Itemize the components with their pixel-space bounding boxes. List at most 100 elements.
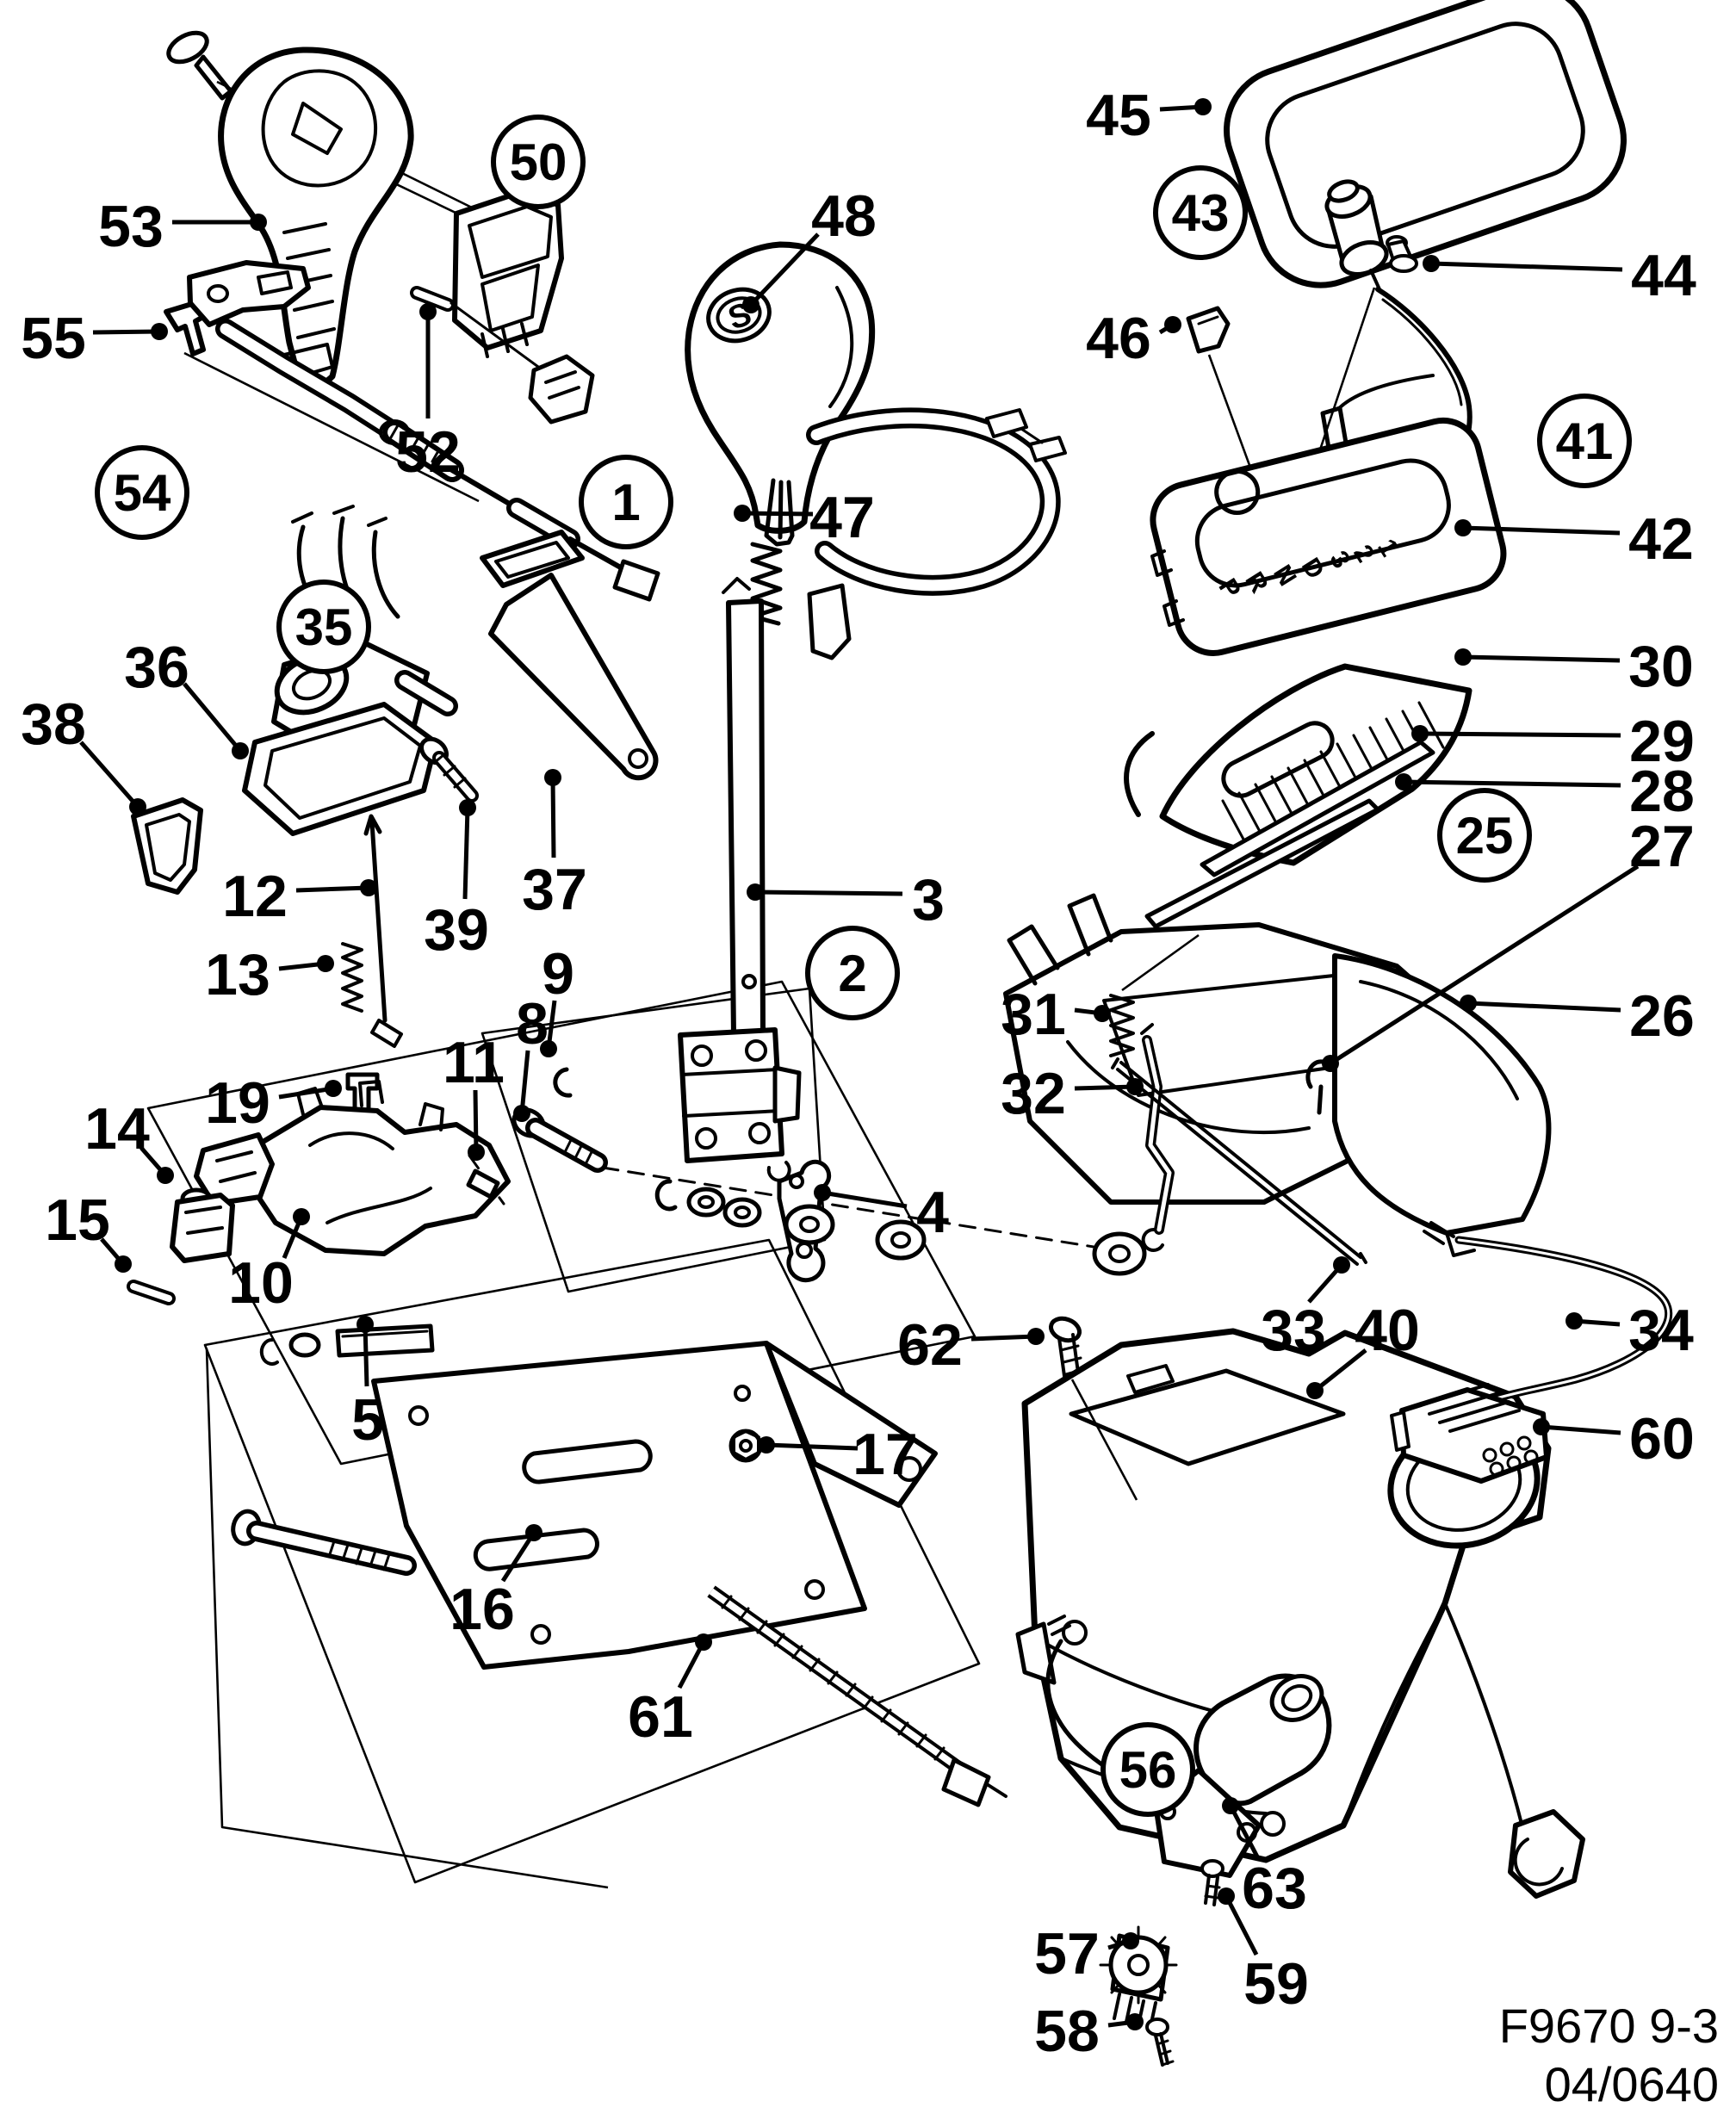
leader-dot-26 bbox=[1460, 995, 1477, 1012]
part-52-pin bbox=[410, 286, 595, 425]
callout-46: 46 bbox=[1086, 306, 1181, 371]
leader-line-47 bbox=[741, 511, 814, 517]
leader-dot-8 bbox=[513, 1105, 530, 1122]
group-circle-1: 1 bbox=[579, 455, 673, 549]
leader-dot-4 bbox=[814, 1184, 831, 1201]
inset-plane-left-edge bbox=[205, 1348, 609, 1889]
part-39-bolt bbox=[419, 736, 479, 803]
part-30-ribbed-cover bbox=[1124, 663, 1472, 866]
part-14 bbox=[170, 1187, 235, 1263]
callout-29: 29 bbox=[1411, 709, 1695, 774]
leader-dot-19 bbox=[325, 1080, 342, 1097]
part-11-pin bbox=[466, 1168, 500, 1199]
part-17-nut bbox=[728, 1429, 763, 1463]
leader-line-19 bbox=[278, 1086, 334, 1100]
leader-line-12 bbox=[295, 885, 369, 893]
leader-dot-46 bbox=[1164, 316, 1181, 333]
part-35-solenoid bbox=[242, 639, 458, 836]
callout-52: 52 bbox=[395, 303, 461, 485]
group-ring-50 bbox=[491, 115, 586, 209]
part-number-15: 15 bbox=[45, 1187, 110, 1253]
part-61-cable-tie bbox=[707, 1585, 1008, 1807]
part-number-60: 60 bbox=[1629, 1406, 1695, 1472]
shiftlock-cable-loop bbox=[806, 407, 1067, 596]
leader-dot-44 bbox=[1423, 255, 1440, 272]
leader-dot-55 bbox=[151, 323, 168, 340]
callout-14: 14 bbox=[84, 1096, 174, 1184]
group-number-1: 1 bbox=[611, 474, 640, 531]
part-number-31: 31 bbox=[1001, 982, 1066, 1047]
part-number-27: 27 bbox=[1629, 814, 1695, 879]
group-number-25: 25 bbox=[1456, 807, 1514, 865]
part-number-53: 53 bbox=[98, 194, 164, 259]
leader-dot-47 bbox=[734, 505, 751, 522]
doc-reference: F9670 9-3 04/0640 bbox=[1499, 1999, 1719, 2111]
callout-13: 13 bbox=[205, 942, 334, 1007]
group-number-41: 41 bbox=[1556, 412, 1614, 470]
leader-line-16 bbox=[500, 1531, 536, 1583]
callout-38: 38 bbox=[21, 691, 146, 815]
leader-line-40 bbox=[1313, 1348, 1367, 1392]
leader-dot-37 bbox=[544, 769, 561, 786]
callout-62: 62 bbox=[897, 1312, 1045, 1378]
part-number-19: 19 bbox=[205, 1070, 270, 1136]
mounting-bolt bbox=[231, 1509, 417, 1576]
part-46-clip bbox=[1186, 306, 1231, 354]
part-number-13: 13 bbox=[205, 942, 270, 1007]
leader-dot-58 bbox=[1126, 2013, 1144, 2030]
callout-9: 9 bbox=[540, 941, 574, 1057]
leader-line-62 bbox=[970, 1334, 1037, 1342]
leader-dot-52 bbox=[419, 303, 437, 320]
group-ring-1 bbox=[579, 455, 673, 549]
part-number-16: 16 bbox=[450, 1577, 515, 1642]
callout-44: 44 bbox=[1423, 243, 1696, 308]
leader-line-37 bbox=[550, 777, 556, 858]
leader-dot-15 bbox=[115, 1255, 132, 1273]
part-number-30: 30 bbox=[1628, 634, 1694, 699]
leader-line-8 bbox=[519, 1050, 530, 1114]
leader-dot-38 bbox=[129, 798, 146, 815]
part-number-11: 11 bbox=[443, 1030, 505, 1095]
callout-5: 5 bbox=[351, 1316, 384, 1453]
part-60-connector bbox=[1390, 1383, 1549, 1484]
leader-line-44 bbox=[1430, 261, 1623, 272]
leader-dot-61 bbox=[695, 1633, 712, 1651]
leader-dot-59 bbox=[1218, 1887, 1235, 1905]
part-number-40: 40 bbox=[1355, 1298, 1420, 1363]
leader-dot-32 bbox=[1126, 1078, 1144, 1095]
leader-dot-36 bbox=[232, 742, 249, 759]
leader-dot-57 bbox=[1122, 1932, 1139, 1949]
callout-58: 58 bbox=[1034, 1999, 1144, 2064]
leader-line-60 bbox=[1541, 1424, 1621, 1435]
knob-spring bbox=[750, 542, 783, 626]
leader-dot-39 bbox=[459, 799, 476, 816]
part-3-rod bbox=[722, 577, 766, 1038]
leader-dot-13 bbox=[317, 955, 334, 972]
leader-line-3 bbox=[754, 889, 903, 896]
group-circle-2: 2 bbox=[805, 926, 900, 1020]
leader-dot-27 bbox=[1322, 1055, 1339, 1072]
leader-dot-12 bbox=[360, 879, 377, 896]
doc-revision: 04/0640 bbox=[1545, 2057, 1719, 2111]
part-16-plate bbox=[371, 1341, 938, 1670]
callout-11: 11 bbox=[443, 1030, 505, 1161]
part-number-34: 34 bbox=[1628, 1298, 1694, 1363]
leader-dot-10 bbox=[293, 1208, 310, 1225]
callout-16: 16 bbox=[450, 1524, 542, 1642]
part-number-8: 8 bbox=[516, 991, 549, 1057]
leader-line-42 bbox=[1462, 525, 1621, 536]
group-circle-54: 54 bbox=[95, 445, 189, 540]
part-28-strip bbox=[1144, 798, 1380, 929]
part-number-58: 58 bbox=[1034, 1999, 1100, 2064]
leader-dot-29 bbox=[1411, 725, 1429, 742]
leader-line-28 bbox=[1403, 779, 1621, 788]
doc-code: F9670 9-3 bbox=[1499, 1999, 1719, 2053]
group-ring-35 bbox=[276, 580, 371, 674]
callout-33: 33 bbox=[1261, 1256, 1350, 1363]
callout-48: 48 bbox=[742, 183, 877, 313]
leader-dot-62 bbox=[1027, 1328, 1045, 1345]
leader-line-59 bbox=[1224, 1894, 1259, 1956]
part-number-36: 36 bbox=[124, 635, 189, 700]
part-9-clip bbox=[553, 1067, 573, 1098]
